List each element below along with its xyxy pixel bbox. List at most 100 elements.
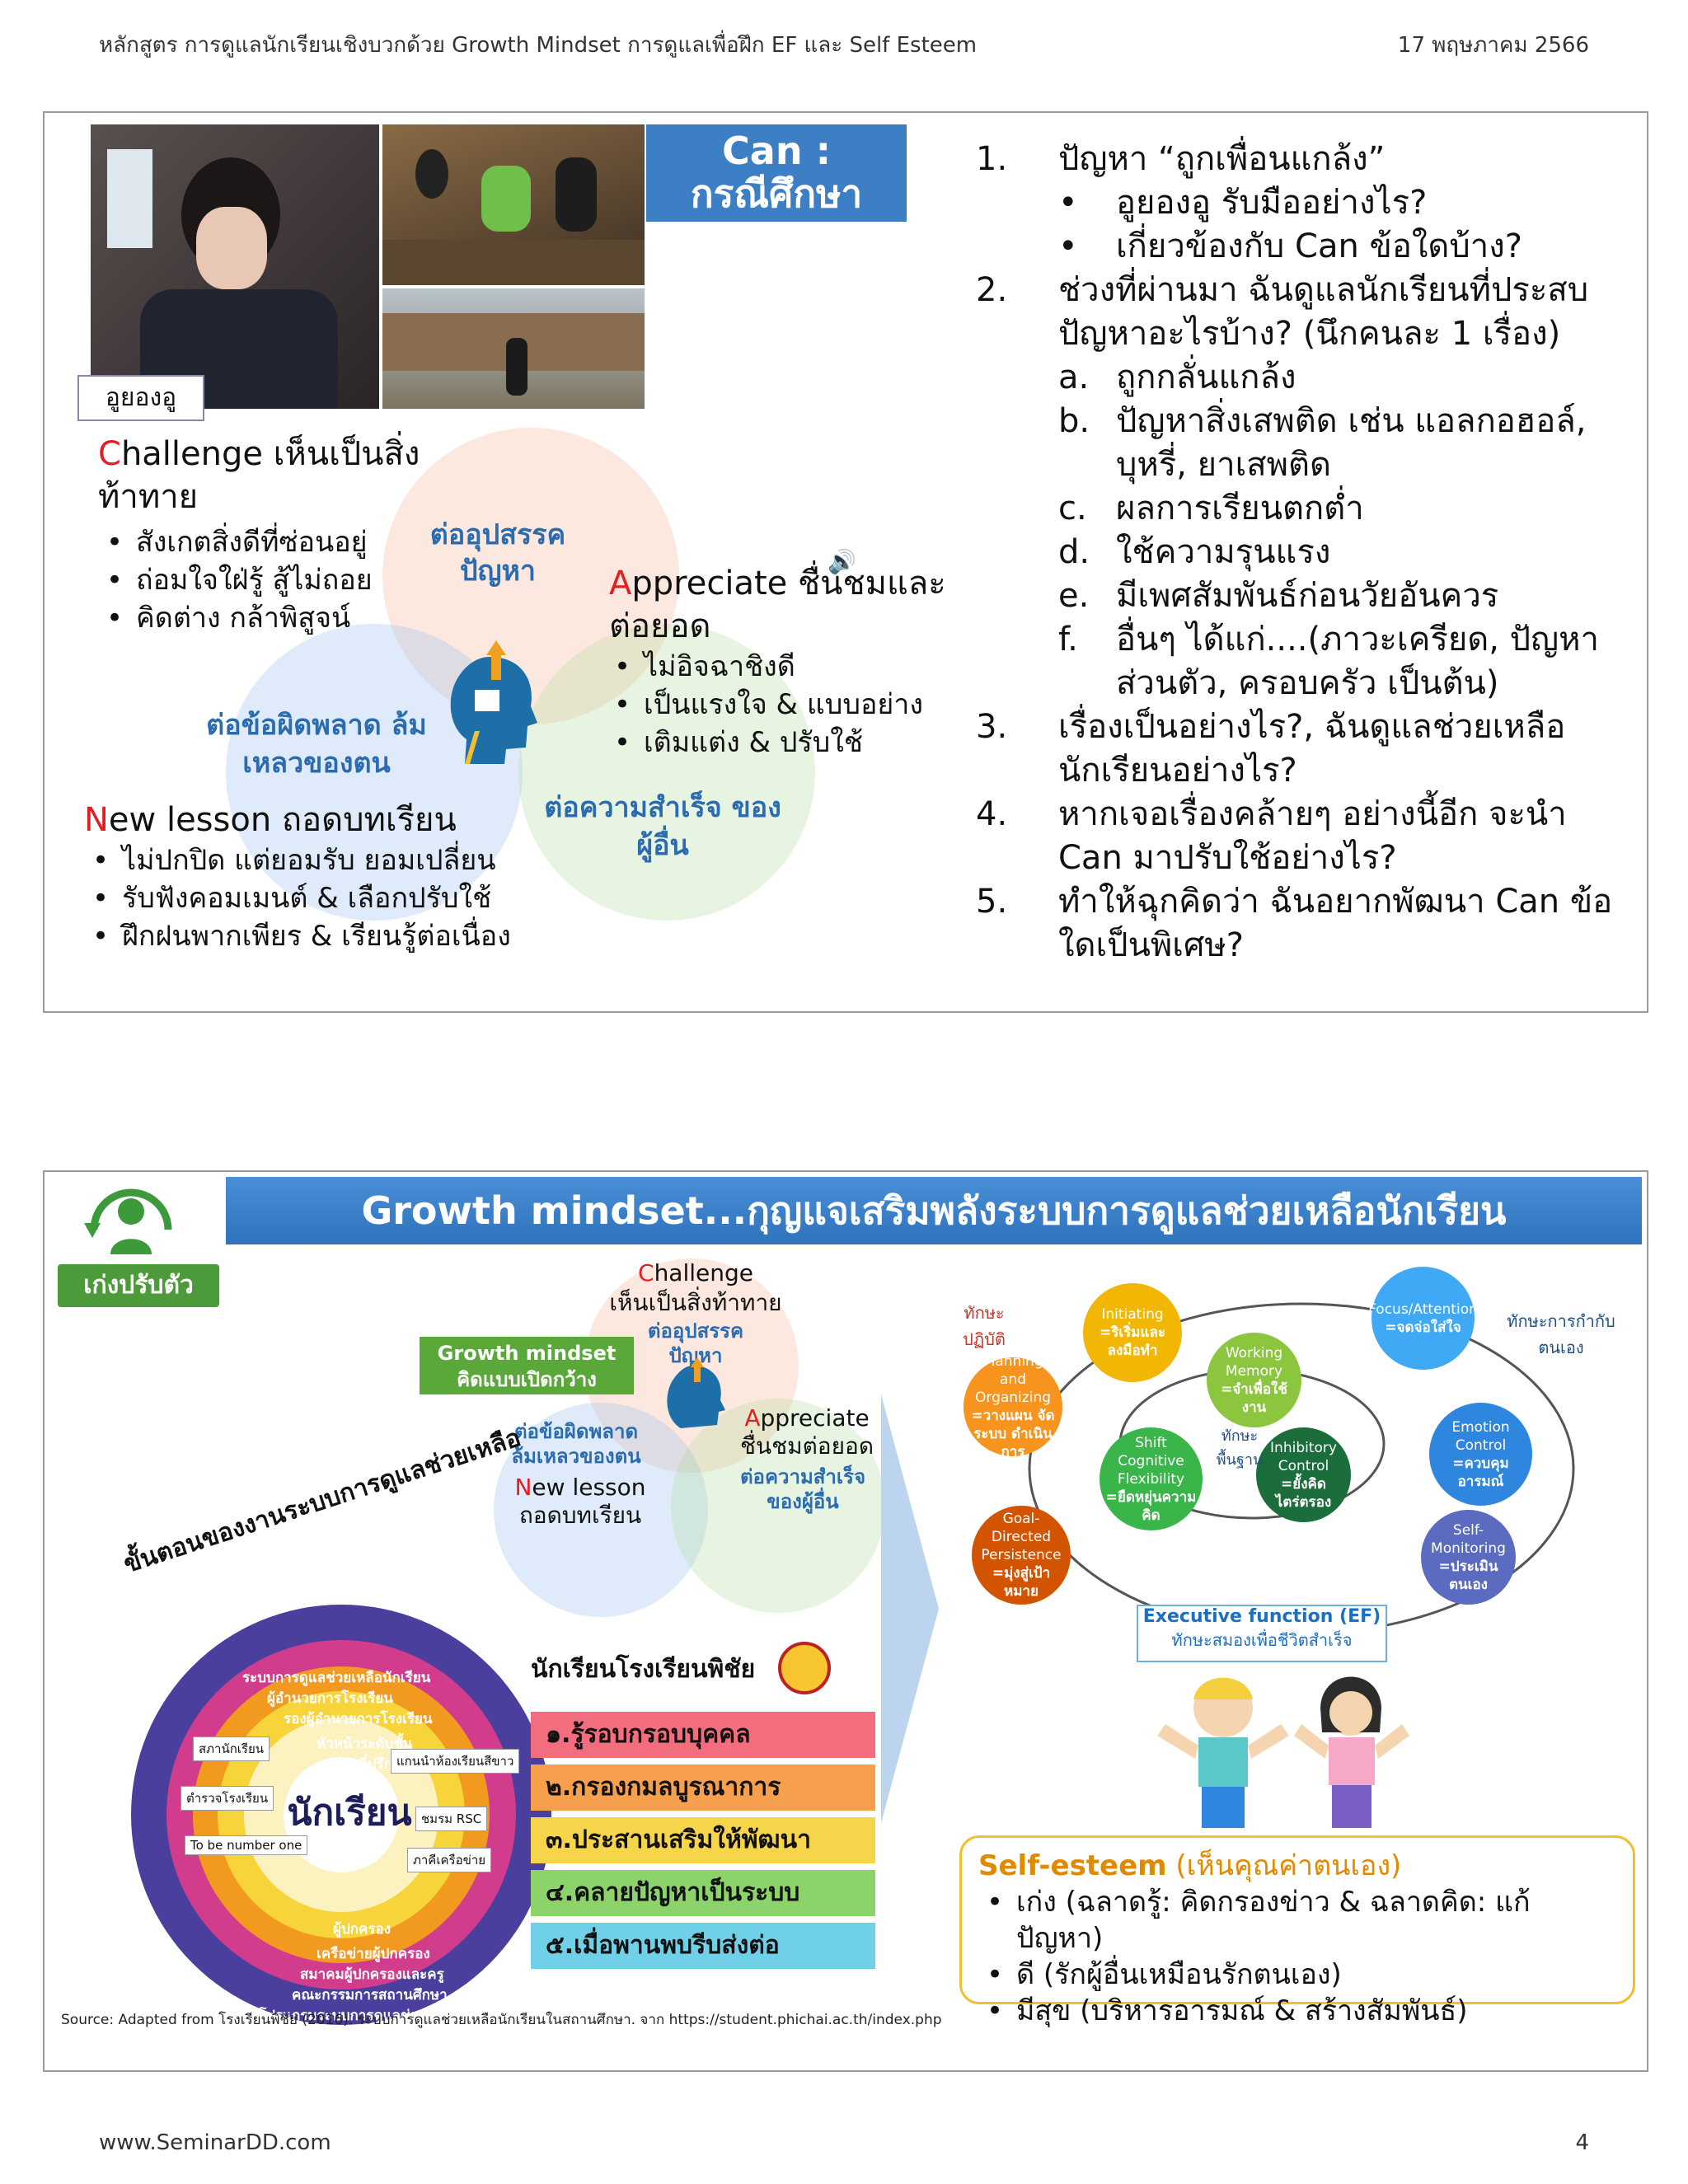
ef-skill-name: Initiating [1101,1306,1164,1323]
ef-skill-name: Emotion Control [1451,1418,1510,1454]
ef-skill-circle: Emotion Control=ควบคุมอารมณ์ [1429,1403,1532,1506]
slide-growth-mindset-system: เก่งปรับตัว Growth mindset...กุญแจเสริมพ… [43,1170,1648,2072]
s2-venn-left-label: ต่อข้อผิดพลาด ล้มเหลวของตน [511,1420,641,1468]
bullet-item: เป็นแรงใจ & แบบอย่าง [606,686,972,724]
ef-skill-th: =ยืดหยุ่นความคิด [1105,1488,1197,1524]
ef-self-reg-label: ทักษะการกำกับตนเอง [1507,1311,1615,1357]
ring-label: โปรแกรมระบบการดูแลช่วยเหลือนักเรียน [259,2008,505,2024]
can-title-box: Can : กรณีศึกษา [646,124,907,222]
s2-venn-right [671,1399,885,1613]
question-number: • [1058,227,1078,265]
school-label: นักเรียนโรงเรียนพิชัย [531,1655,756,1684]
kids-illustration [1132,1666,1437,1840]
footer-website[interactable]: www.SeminarDD.com [99,2130,331,2155]
s2-venn-left [494,1403,708,1617]
question-number: 2. [976,271,1008,309]
question-number: 5. [976,883,1008,921]
question-number: b. [1058,402,1090,440]
venn-left-label: ต่อข้อผิดพลาด ล้มเหลวของตน [206,709,427,780]
question-number: 4. [976,795,1008,833]
challenge-block: Challenge เห็นเป็นสิ่งท้าทาย สังเกตสิ่งด… [98,433,461,637]
self-esteem-box: Self-esteem (เห็นคุณค่าตนเอง) เก่ง (ฉลาด… [959,1835,1635,2029]
speaker-icon[interactable]: 🔊 [828,548,856,575]
question-text: หากเจอเรื่องคล้ายๆ อย่างนี้อีก จะนำ Can … [1058,795,1567,877]
question-item: 2. ช่วงที่ผ่านมา ฉันดูแลนักเรียนที่ประสบป… [976,269,1635,356]
question-item: e.มีเพศสัมพันธ์ก่อนวัยอันควร [976,574,1635,618]
ef-skill-th: =จำเพื่อใช้งาน [1221,1380,1287,1416]
ef-skill-th: =ริเริ่มและลงมือทำ [1099,1324,1166,1359]
s2-venn-right-label: ต่อความสำเร็จ ของผู้อื่น [739,1465,866,1513]
ef-skill-name: Working Memory [1225,1344,1283,1380]
support-step: ๔.คลายปัญหาเป็นระบบ [531,1870,875,1916]
photo-caption: อูยองอู [77,375,204,421]
ring-label: หัวหน้าระดับชั้น [316,1736,413,1752]
question-number: 3. [976,708,1008,746]
question-text: ผลการเรียนตกต่ำ [1116,490,1364,527]
ef-skill-name: Inhibitory Control [1270,1439,1337,1474]
course-title: หลักสูตร การดูแลนักเรียนเชิงบวกด้วย Grow… [99,33,978,58]
question-item: 5. ทำให้ฉุกคิดว่า ฉันอยากพัฒนา Can ข้อใดเ… [976,880,1635,968]
appreciate-heading: Appreciate ชื่นชมและต่อยอด [609,565,946,645]
question-item: d.ใช้ความรุนแรง [976,531,1635,574]
question-text: ใช้ความรุนแรง [1116,533,1331,571]
adapt-tag: เก่งปรับตัว [58,1264,219,1307]
ef-title-box: Executive function (EF) ทักษะสมองเพื่อชี… [1137,1605,1387,1662]
ef-skill-th: =ยั้งคิด ไตร่ตรอง [1275,1475,1332,1511]
inner-ring-label: แกนนำห้องเรียนสีขาว [391,1749,520,1774]
ring-label: รองผู้อำนวยการโรงเรียน [284,1711,433,1727]
s2-appreciate: Appreciate ชื่นชมต่อยอด [739,1404,874,1460]
question-text: มีเพศสัมพันธ์ก่อนวัยอันควร [1116,577,1499,615]
self-esteem-title: Self-esteem (เห็นคุณค่าตนเอง) [978,1849,1402,1882]
question-number: f. [1058,621,1078,658]
question-item: f.อื่นๆ ได้แก่....(ภาวะเครียด, ปัญหาส่วน… [976,618,1635,705]
question-item: 4. หากเจอเรื่องคล้ายๆ อย่างนี้อีก จะนำ Ca… [976,793,1635,880]
bullet-item: รับฟังคอมเมนต์ & เลือกปรับใช้ [84,879,595,917]
s2-newlesson: New lesson ถอดบทเรียน [514,1474,646,1529]
drama-photo-outdoor [382,288,645,409]
question-text: ช่วงที่ผ่านมา ฉันดูแลนักเรียนที่ประสบปัญ… [1058,271,1589,353]
question-number: a. [1058,359,1090,396]
drama-photo-classroom [382,124,645,285]
question-text: ปัญหา “ถูกเพื่อนแกล้ง” [1058,140,1386,178]
drama-photo-main [91,124,379,409]
ef-skill-circle: Inhibitory Control=ยั้งคิด ไตร่ตรอง [1256,1427,1351,1522]
school-emblem-icon [778,1642,831,1694]
ef-skill-name: Shift Cognitive Flexibility [1117,1434,1185,1488]
newlesson-heading: New lesson ถอดบทเรียน [84,801,457,839]
ring-label: สมาคมผู้ปกครองและครู [300,1966,444,1983]
question-text: ถูกกลั่นแกล้ง [1116,359,1296,396]
question-item: b.ปัญหาสิ่งเสพติด เช่น แอลกอฮอล์, บุหรี่… [976,400,1635,487]
growth-head-icon [432,640,547,764]
ef-skill-name: Goal-Directed Persistence [981,1511,1062,1563]
ring-label: เครือข่ายผู้ปกครอง [316,1946,430,1962]
newlesson-block: New lesson ถอดบทเรียน ไม่ปกปิด แต่ยอมรับ… [84,799,595,955]
bullet-item: ดี (รักผู้อื่นเหมือนรักตนเอง) [978,1957,1616,1993]
ring-label: ผู้ปกครอง [333,1921,392,1938]
bullet-item: ไม่ปกปิด แต่ยอมรับ ยอมเปลี่ยน [84,841,595,879]
question-text: อูยองอู รับมืออย่างไร? [1116,184,1428,222]
question-text: ทำให้ฉุกคิดว่า ฉันอยากพัฒนา Can ข้อใดเป็… [1058,883,1613,964]
question-item: •อูยองอู รับมืออย่างไร? [976,181,1635,225]
ef-skill-th: =วางแผน จัดระบบ ดำเนินการ [971,1408,1055,1460]
bullet-item: ฝึกฝนพากเพียร & เรียนรู้ต่อเนื่อง [84,917,595,955]
question-item: a. ถูกกลั่นแกล้ง [976,356,1635,400]
can-title-line1: Can : [722,129,831,173]
slide-can-case-study: อูยองอู Can : กรณีศึกษา 1.ปัญหา “ถูกเพื่… [43,111,1648,1013]
bullet-item: ถ่อมใจใฝ่รู้ สู้ไม่ถอย [98,561,461,599]
can-title-line2: กรณีศึกษา [690,171,863,216]
support-step: ๓.ประสานเสริมให้พัฒนา [531,1817,875,1863]
inner-ring-label: ภาคีเครือข่าย [407,1848,492,1872]
ef-skill-circle: Planning and Organizing=วางแผน จัดระบบ ด… [964,1353,1062,1460]
question-item: c.ผลการเรียนตกต่ำ [976,487,1635,531]
ef-skill-name: Self-Monitoring [1431,1521,1506,1557]
support-step: ๑.รู้รอบกรอบบุคคล [531,1712,875,1758]
ef-skill-th: =จดจ่อใส่ใจ [1385,1319,1461,1336]
question-text: เรื่องเป็นอย่างไร?, ฉันดูแลช่วยเหลือนักเ… [1058,708,1566,790]
challenge-heading: Challenge เห็นเป็นสิ่งท้าทาย [98,435,420,516]
adapt-person-icon [77,1180,185,1263]
inner-ring-label: สภานักเรียน [193,1736,270,1761]
ring-label: ระบบการดูแลช่วยเหลือนักเรียน [242,1670,431,1686]
ef-skill-th: =มุ่งสู่เป้าหมาย [992,1565,1051,1600]
bullet-item: ไม่อิจฉาชิงดี [606,648,972,686]
